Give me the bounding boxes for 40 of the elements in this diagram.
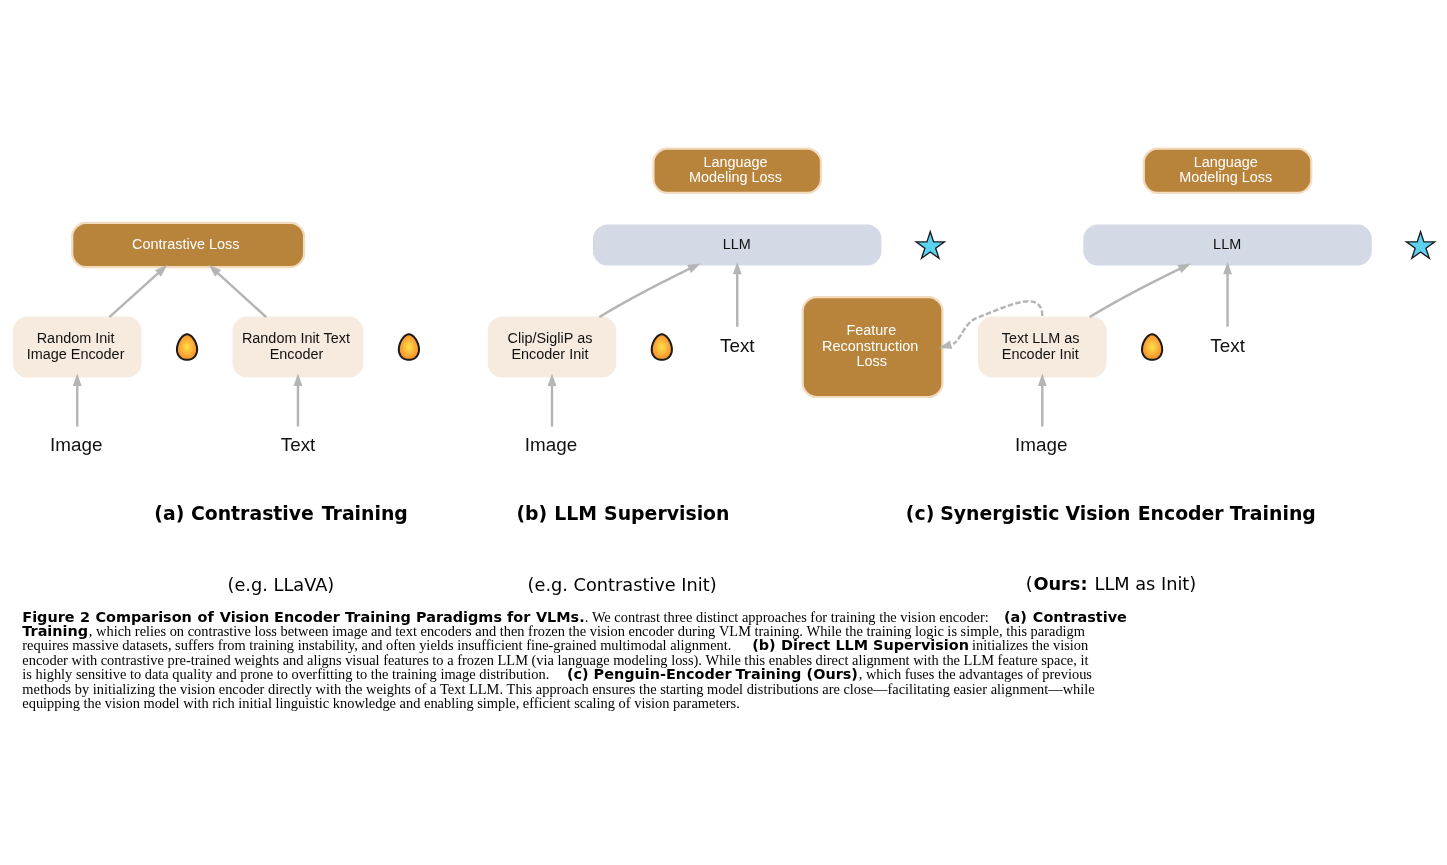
label: (a) Contrastive Training	[153, 503, 408, 525]
arrow	[72, 373, 82, 427]
node-box: Text LLM as Encoder Init	[977, 316, 1107, 378]
label: (e.g. LLaVA)	[227, 574, 334, 595]
node-box: Contrastive Loss	[70, 221, 305, 269]
node-text: Image	[1014, 434, 1067, 456]
arrow	[1222, 261, 1232, 327]
node-picture	[913, 229, 946, 261]
node-picture	[650, 333, 673, 361]
arrow	[547, 373, 556, 427]
caption: Figure 2 Comparison of Vision Encoder Training Paradigms for VLMs.. We contrast three distinct approaches for training the vision encoder: (a) Contrastive Training, which relies on contrastive loss between image and text encoders and then frozen the vision encoder during VLM training. While the training logic is simple, this paradigm requires massive datasets, suffers from training instability, and often yields insufficient fine-grained multimodal alignment. (b) Direct LLM Supervision initializes the vision encoder with contrastive pre-trained weights and aligns visual features to a frozen LLM (via language modeling loss). While this enables direct alignment with the LLM feature space, it is highly sensitive to data quality and prone to overfitting to the training image distribution. (c) Penguin-Encoder Training (Ours), which fuses the advantages of previous methods by initializing the vision encoder directly with the weights of a Text LLM. This approach ensures the starting model distributions are close—facilitating easier alignment—while equipping the vision model with rich initial linguistic knowledge and enabling simple, efficient scaling of vision parameters.	[21, 608, 1127, 712]
arrow	[598, 263, 701, 318]
arrow	[1037, 373, 1047, 427]
node-text: Text	[719, 334, 755, 356]
node-box: LLM	[592, 224, 881, 266]
label: (e.g. Contrastive Init)	[527, 574, 717, 595]
node-picture	[1403, 229, 1437, 261]
arrow	[732, 261, 742, 327]
arrow	[293, 373, 302, 427]
node-box: LLM	[1082, 224, 1372, 266]
node-box: Feature Reconstruction Loss	[801, 296, 944, 399]
node-picture	[397, 333, 420, 361]
node-text: Image	[49, 434, 102, 456]
node-box: Random Init Image Encoder	[12, 316, 142, 378]
arrow	[938, 300, 1043, 349]
node-text: Text	[1209, 334, 1245, 356]
label: (c) Synergistic Vision Encoder Training	[905, 503, 1316, 525]
node-text: Image	[524, 434, 577, 456]
node-box: Clip/SigliP as Encoder Init	[487, 316, 616, 378]
node-picture	[1140, 333, 1163, 361]
arrow	[208, 264, 267, 318]
label: (b) LLM Supervision	[516, 503, 729, 525]
node-box: Language Modeling Loss	[651, 147, 822, 194]
node-picture	[175, 333, 198, 361]
label: (Ours: LLM as Init)	[1025, 573, 1196, 594]
node-box: Random Init Text Encoder	[232, 316, 363, 378]
arrow	[1088, 263, 1191, 318]
arrow	[108, 264, 167, 318]
node-box: Language Modeling Loss	[1142, 147, 1312, 194]
node-text: Text	[280, 434, 315, 456]
